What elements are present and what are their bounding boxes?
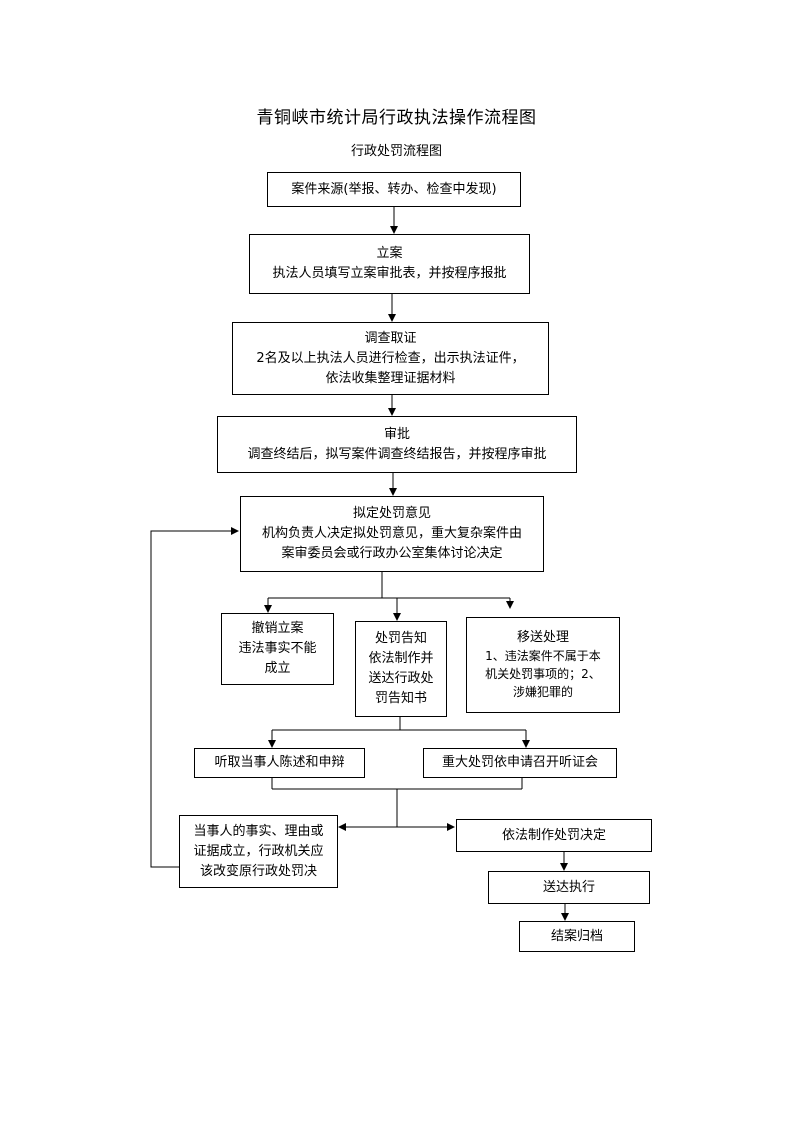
notice-text-2: 送达行政处	[368, 671, 434, 686]
change-decision-text-2: 证据成立，行政机关应	[193, 843, 324, 859]
approval-heading: 审批	[383, 426, 410, 442]
hear-statement-box: 听取当事人陈述和申辩	[194, 748, 365, 778]
hearing-box: 重大处罚依申请召开听证会	[423, 748, 617, 778]
transfer-box: 移送处理 1、违法案件不属于本 机关处罚事项的；2、 涉嫌犯罪的	[466, 617, 620, 713]
filing-box: 立案 执法人员填写立案审批表，并按程序报批	[249, 234, 530, 294]
draft-opinion-box: 拟定处罚意见 机构负责人决定拟处罚意见，重大复杂案件由 案审委员会或行政办公室集…	[240, 496, 544, 572]
penalty-notice-box: 处罚告知 依法制作并 送达行政处 罚告知书	[355, 621, 447, 717]
filing-text: 执法人员填写立案审批表，并按程序报批	[272, 266, 507, 281]
investigation-heading: 调查取证	[364, 330, 417, 346]
revoke-text-2: 成立	[264, 661, 291, 676]
archive-box: 结案归档	[519, 921, 635, 952]
investigation-box: 调查取证 2名及以上执法人员进行检查，出示执法证件， 依法收集整理证据材料	[232, 322, 549, 395]
deliver-execute-box: 送达执行	[488, 871, 650, 904]
investigation-text-1: 2名及以上执法人员进行检查，出示执法证件，	[256, 350, 525, 366]
page-title: 青铜峡市统计局行政执法操作流程图	[256, 108, 537, 128]
make-decision-text: 依法制作处罚决定	[501, 827, 606, 843]
page-subtitle: 行政处罚流程图	[350, 144, 442, 159]
make-decision-box: 依法制作处罚决定	[456, 819, 652, 852]
change-decision-text-1: 当事人的事实、理由或	[193, 823, 324, 839]
notice-text-1: 依法制作并	[368, 651, 434, 666]
notice-heading: 处罚告知	[374, 631, 427, 646]
change-decision-text-3: 该改变原行政处罚决	[199, 863, 317, 879]
transfer-text-1: 1、违法案件不属于本	[485, 649, 601, 663]
archive-text: 结案归档	[550, 928, 603, 944]
investigation-text-2: 依法收集整理证据材料	[325, 370, 456, 386]
transfer-heading: 移送处理	[516, 630, 569, 645]
transfer-text-3: 涉嫌犯罪的	[512, 685, 573, 699]
revoke-case-box: 撤销立案 违法事实不能 成立	[221, 613, 334, 685]
filing-heading: 立案	[376, 246, 403, 261]
approval-box: 审批 调查终结后，拟写案件调查终结报告，并按程序审批	[217, 416, 577, 473]
revoke-text-1: 违法事实不能	[238, 641, 317, 656]
revoke-heading: 撤销立案	[251, 621, 304, 636]
deliver-execute-text: 送达执行	[542, 879, 595, 895]
hear-statement-text: 听取当事人陈述和申辩	[214, 755, 345, 770]
transfer-text-2: 机关处罚事项的；2、	[485, 667, 601, 681]
case-source-text: 案件来源(举报、转办、检查中发现)	[291, 181, 497, 197]
notice-text-3: 罚告知书	[374, 691, 427, 706]
feedback-loop-line	[150, 527, 239, 868]
change-decision-box: 当事人的事实、理由或 证据成立，行政机关应 该改变原行政处罚决	[179, 815, 338, 888]
draft-opinion-text-1: 机构负责人决定拟处罚意见，重大复杂案件由	[261, 526, 522, 541]
draft-opinion-text-2: 案审委员会或行政办公室集体讨论决定	[281, 546, 503, 561]
approval-text: 调查终结后，拟写案件调查终结报告，并按程序审批	[247, 446, 547, 462]
hearing-text: 重大处罚依申请召开听证会	[441, 755, 598, 770]
draft-opinion-heading: 拟定处罚意见	[352, 506, 431, 521]
case-source-box: 案件来源(举报、转办、检查中发现)	[267, 172, 521, 207]
